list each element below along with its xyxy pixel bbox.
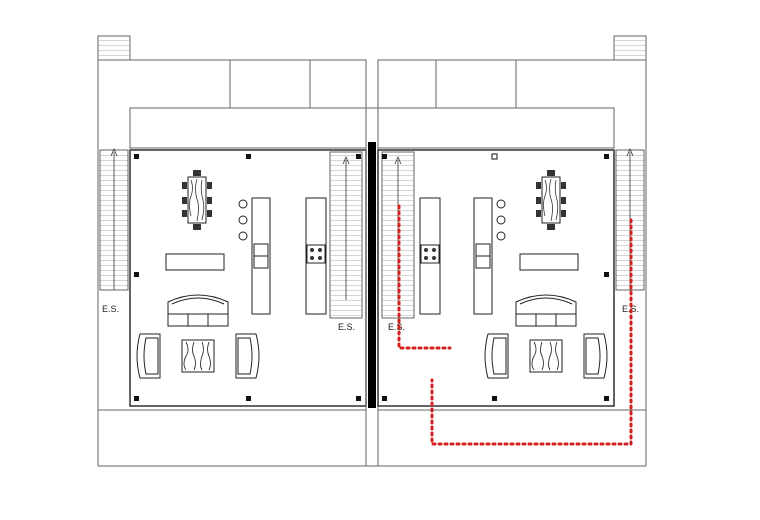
square-column-icon: [356, 396, 361, 401]
square-column-icon: [382, 154, 387, 159]
burner-icon: [318, 248, 322, 252]
left-unit: E.S. E.S.: [97, 35, 367, 467]
square-column-icon: [382, 396, 387, 401]
right-top-stair: [613, 35, 647, 61]
square-column-icon: [134, 396, 139, 401]
arrow-up-icon: [342, 155, 350, 165]
right-columns: [382, 153, 609, 401]
left-columns: [134, 154, 361, 401]
left-island: [251, 197, 271, 315]
right-sofa: [515, 294, 577, 327]
right-inner-stair-label: E.S.: [388, 322, 405, 332]
left-lower-terrace: [97, 409, 367, 467]
right-counter-bar: [519, 253, 579, 271]
left-kitchen-counter: [305, 197, 327, 315]
burner-icon: [310, 248, 314, 252]
arrow-up-icon: [394, 155, 402, 165]
burner-icon: [318, 256, 322, 260]
square-column-icon: [134, 272, 139, 277]
right-dining-table: [535, 169, 567, 231]
left-inner-stair-label: E.S.: [338, 322, 355, 332]
left-stool: [238, 231, 248, 241]
right-interior-wall: [377, 149, 615, 407]
right-stool: [496, 199, 506, 209]
escape-route-outer: [430, 218, 633, 446]
right-armchair: [583, 333, 608, 379]
right-kitchen-counter: [419, 197, 441, 315]
right-unit: E.S. E.S.: [377, 35, 647, 467]
square-column-icon: [492, 396, 497, 401]
left-stool: [238, 199, 248, 209]
right-stove: [420, 244, 440, 264]
left-stove: [306, 244, 326, 264]
right-coffee-table: [529, 339, 563, 373]
left-counter-bar: [165, 253, 225, 271]
burner-icon: [424, 256, 428, 260]
square-column-icon: [491, 153, 498, 160]
left-armchair: [136, 333, 161, 379]
right-stool: [496, 231, 506, 241]
left-balcony: [129, 107, 367, 149]
square-column-icon: [604, 154, 609, 159]
left-dining-table: [181, 169, 213, 231]
left-armchair: [235, 333, 260, 379]
left-top-stair: [97, 35, 131, 61]
burner-icon: [432, 256, 436, 260]
arrow-up-icon: [110, 147, 118, 157]
left-stool: [238, 215, 248, 225]
right-stool: [496, 215, 506, 225]
left-sofa: [167, 294, 229, 327]
square-column-icon: [604, 396, 609, 401]
square-column-icon: [246, 396, 251, 401]
right-terrace-outline: [377, 59, 647, 467]
right-balcony: [377, 107, 615, 149]
burner-icon: [424, 248, 428, 252]
square-column-icon: [604, 272, 609, 277]
escape-route-inner: [397, 204, 452, 350]
left-outer-stair-label: E.S.: [102, 304, 119, 314]
left-coffee-table: [181, 339, 215, 373]
left-roof-block: [229, 59, 311, 109]
square-column-icon: [246, 154, 251, 159]
party-wall: [368, 142, 376, 408]
right-lower-terrace: [377, 409, 647, 467]
right-armchair: [484, 333, 509, 379]
burner-icon: [432, 248, 436, 252]
square-column-icon: [134, 154, 139, 159]
burner-icon: [310, 256, 314, 260]
right-island: [473, 197, 493, 315]
arrow-up-icon: [626, 147, 634, 157]
right-roof-block: [435, 59, 517, 109]
square-column-icon: [356, 154, 361, 159]
